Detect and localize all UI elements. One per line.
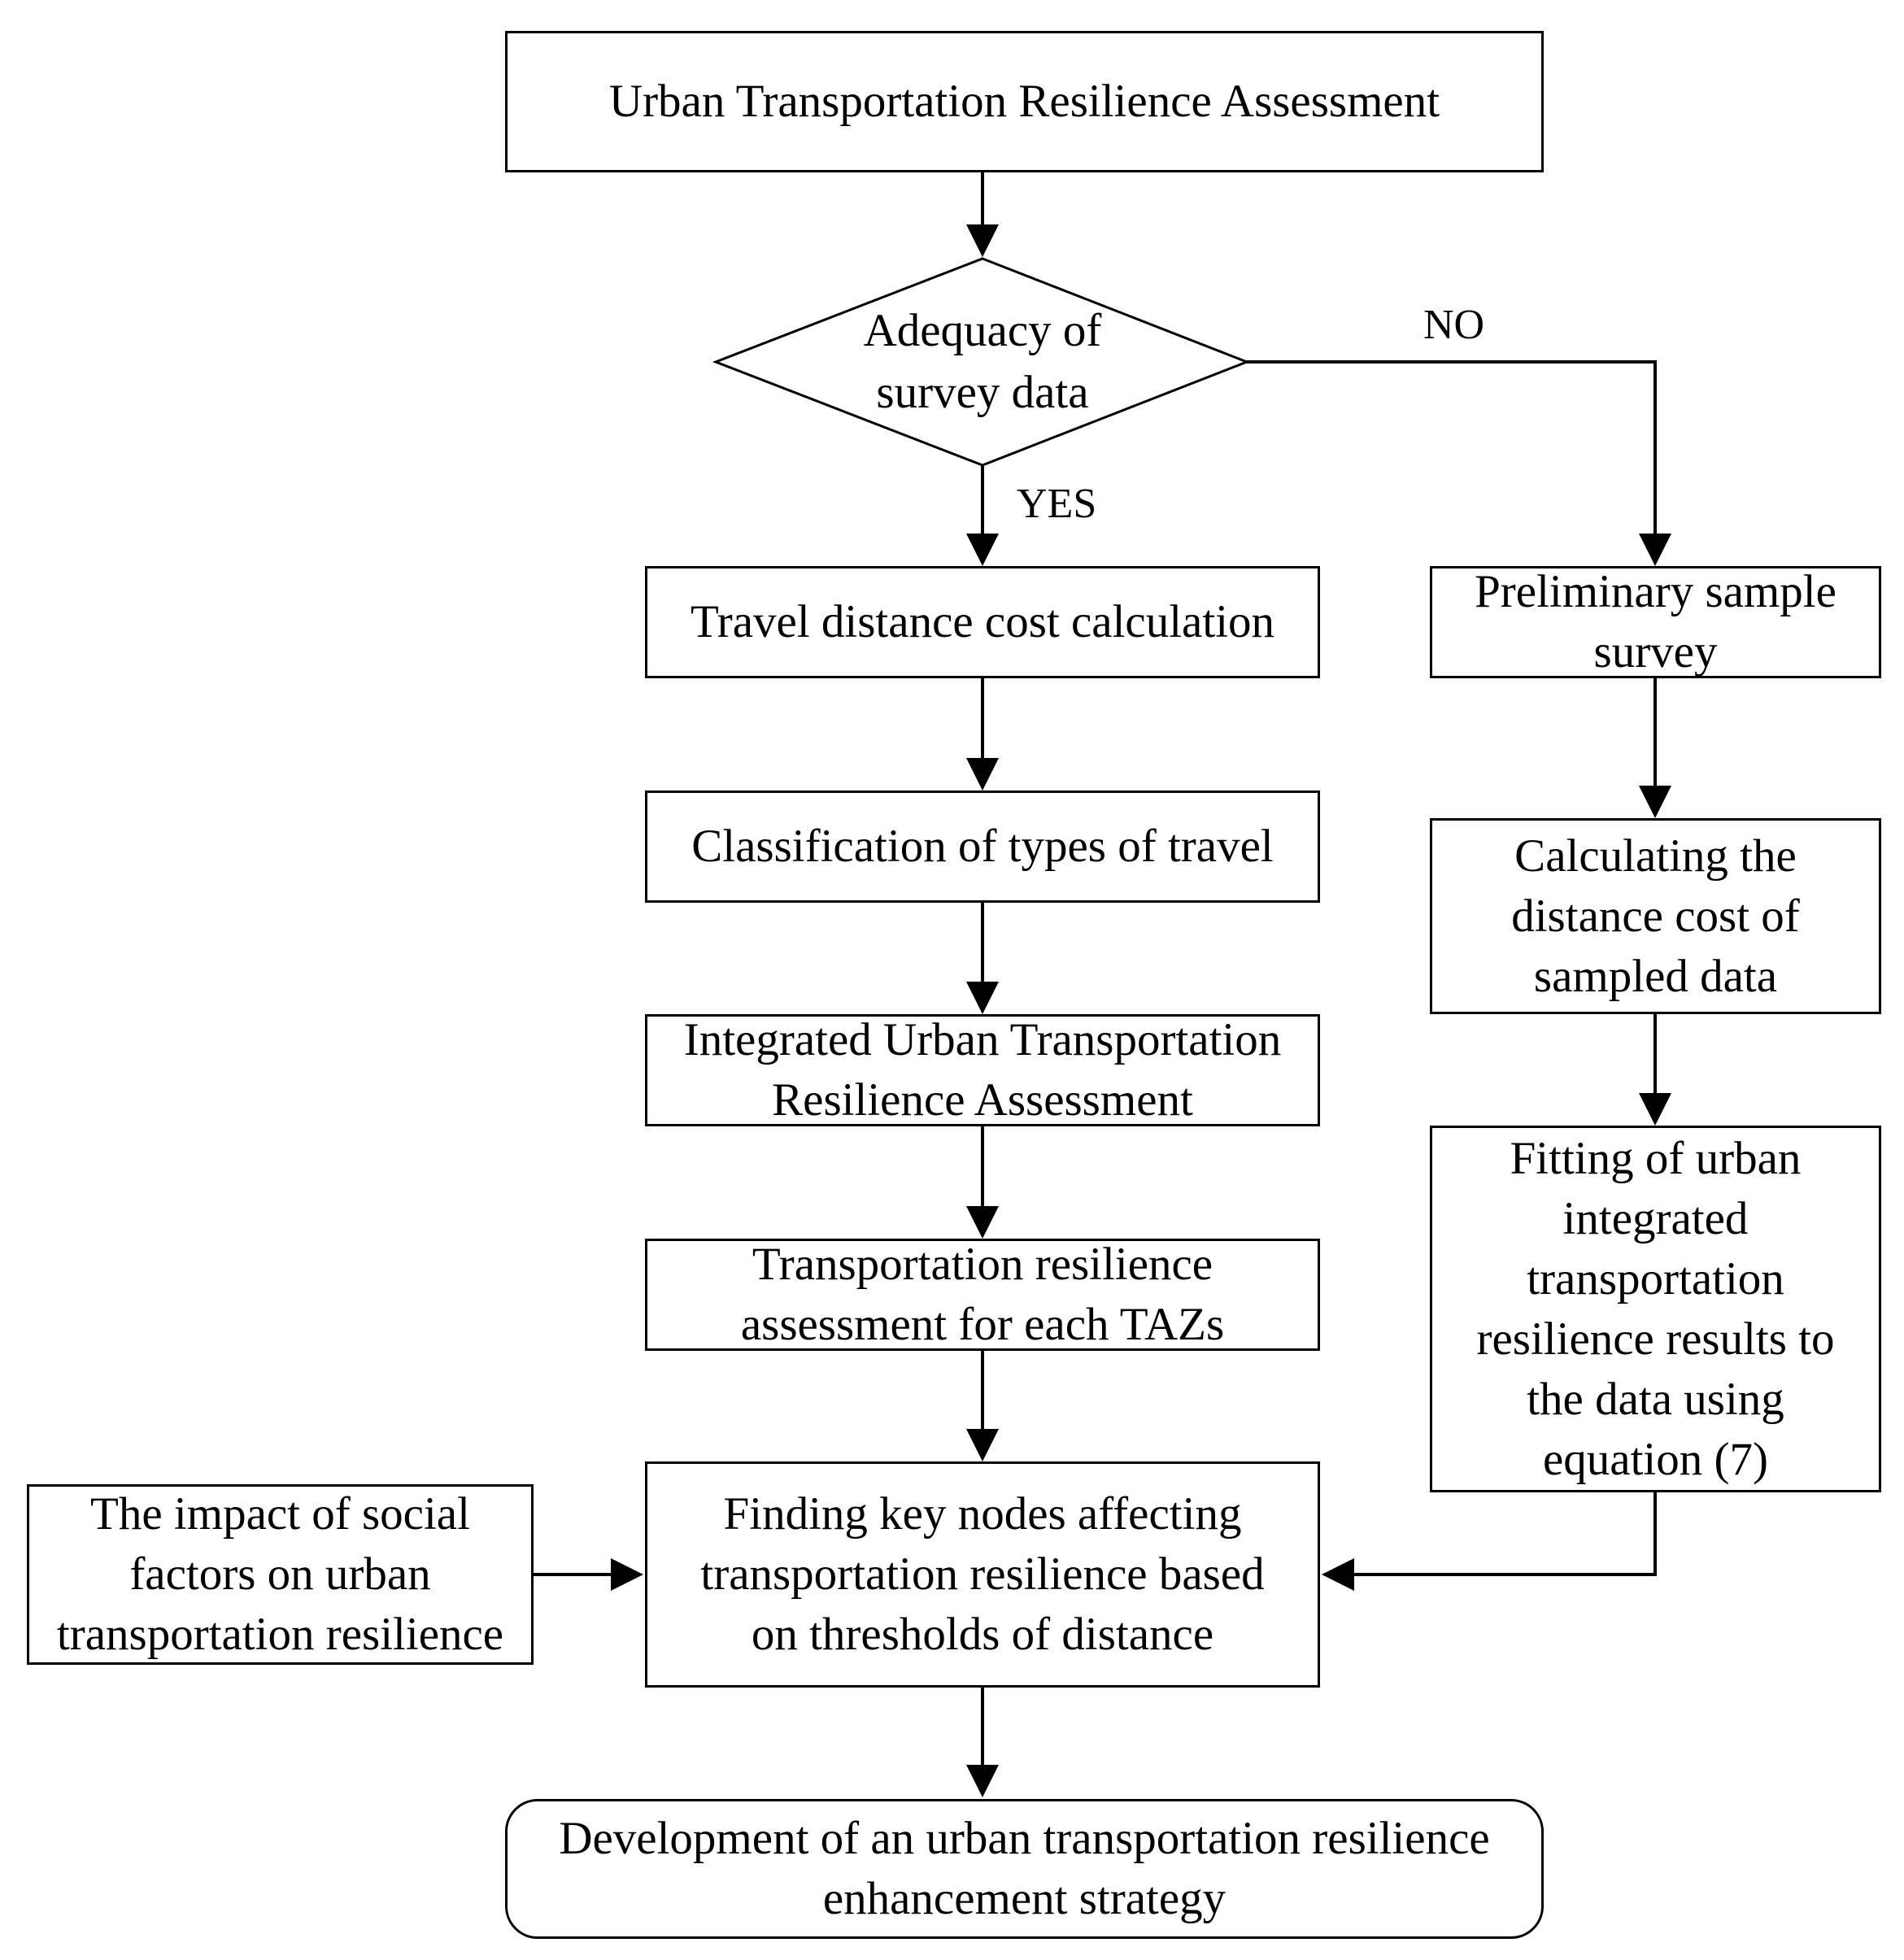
integrated-line-1: Integrated Urban Transportation xyxy=(683,1014,1282,1065)
social-box: The impact of social factors on urban tr… xyxy=(27,1484,534,1665)
start-box: Urban Transportation Resilience Assessme… xyxy=(505,31,1544,172)
no-label: NO xyxy=(1423,302,1485,348)
development-box: Development of an urban transportation r… xyxy=(505,1799,1544,1939)
travel-cost-label: Travel distance cost calculation xyxy=(690,596,1275,647)
taz-box: Transportation resilience assessment for… xyxy=(645,1239,1320,1351)
preliminary-box: Preliminary sample survey xyxy=(1430,566,1881,678)
taz-line-2: assessment for each TAZs xyxy=(740,1299,1225,1350)
preliminary-line-1: Preliminary sample xyxy=(1475,566,1836,617)
fitting-line-5: the data using xyxy=(1527,1373,1784,1425)
arrow-fitting-to-keynodes xyxy=(1322,1492,1657,1591)
calculating-box: Calculating the distance cost of sampled… xyxy=(1430,818,1881,1014)
social-line-3: transportation resilience xyxy=(56,1609,504,1660)
decision-line-1: Adequacy of xyxy=(863,305,1102,356)
key-nodes-line-2: transportation resilience based xyxy=(700,1548,1265,1600)
start-label: Urban Transportation Resilience Assessme… xyxy=(608,76,1440,127)
classification-label: Classification of types of travel xyxy=(691,821,1274,872)
taz-line-1: Transportation resilience xyxy=(752,1239,1213,1290)
fitting-line-4: resilience results to xyxy=(1476,1313,1835,1365)
calculating-line-2: distance cost of xyxy=(1511,890,1800,942)
calculating-line-3: sampled data xyxy=(1533,950,1778,1002)
decision-text: Adequacy of survey data xyxy=(756,293,1209,431)
decision-line-2: survey data xyxy=(876,367,1089,418)
key-nodes-box: Finding key nodes affecting transportati… xyxy=(645,1461,1320,1688)
key-nodes-line-1: Finding key nodes affecting xyxy=(723,1488,1242,1540)
social-line-1: The impact of social xyxy=(90,1488,470,1540)
yes-label: YES xyxy=(1017,481,1097,527)
key-nodes-line-3: on thresholds of distance xyxy=(751,1609,1214,1660)
fitting-box: Fitting of urban integrated transportati… xyxy=(1430,1126,1881,1492)
fitting-line-6: equation (7) xyxy=(1543,1433,1768,1485)
arrow-decision-to-preliminary xyxy=(1247,360,1671,566)
classification-box: Classification of types of travel xyxy=(645,791,1320,903)
integrated-line-2: Resilience Assessment xyxy=(772,1074,1193,1126)
development-line-1: Development of an urban transportation r… xyxy=(559,1813,1490,1864)
fitting-line-1: Fitting of urban xyxy=(1510,1132,1802,1184)
fitting-line-3: transportation xyxy=(1527,1252,1784,1304)
preliminary-line-2: survey xyxy=(1593,626,1718,677)
development-line-2: enhancement strategy xyxy=(822,1873,1226,1924)
travel-cost-box: Travel distance cost calculation xyxy=(645,566,1320,678)
social-line-2: factors on urban xyxy=(129,1548,431,1600)
calculating-line-1: Calculating the xyxy=(1514,830,1797,882)
fitting-line-2: integrated xyxy=(1562,1192,1749,1244)
integrated-box: Integrated Urban Transportation Resilien… xyxy=(645,1014,1320,1126)
